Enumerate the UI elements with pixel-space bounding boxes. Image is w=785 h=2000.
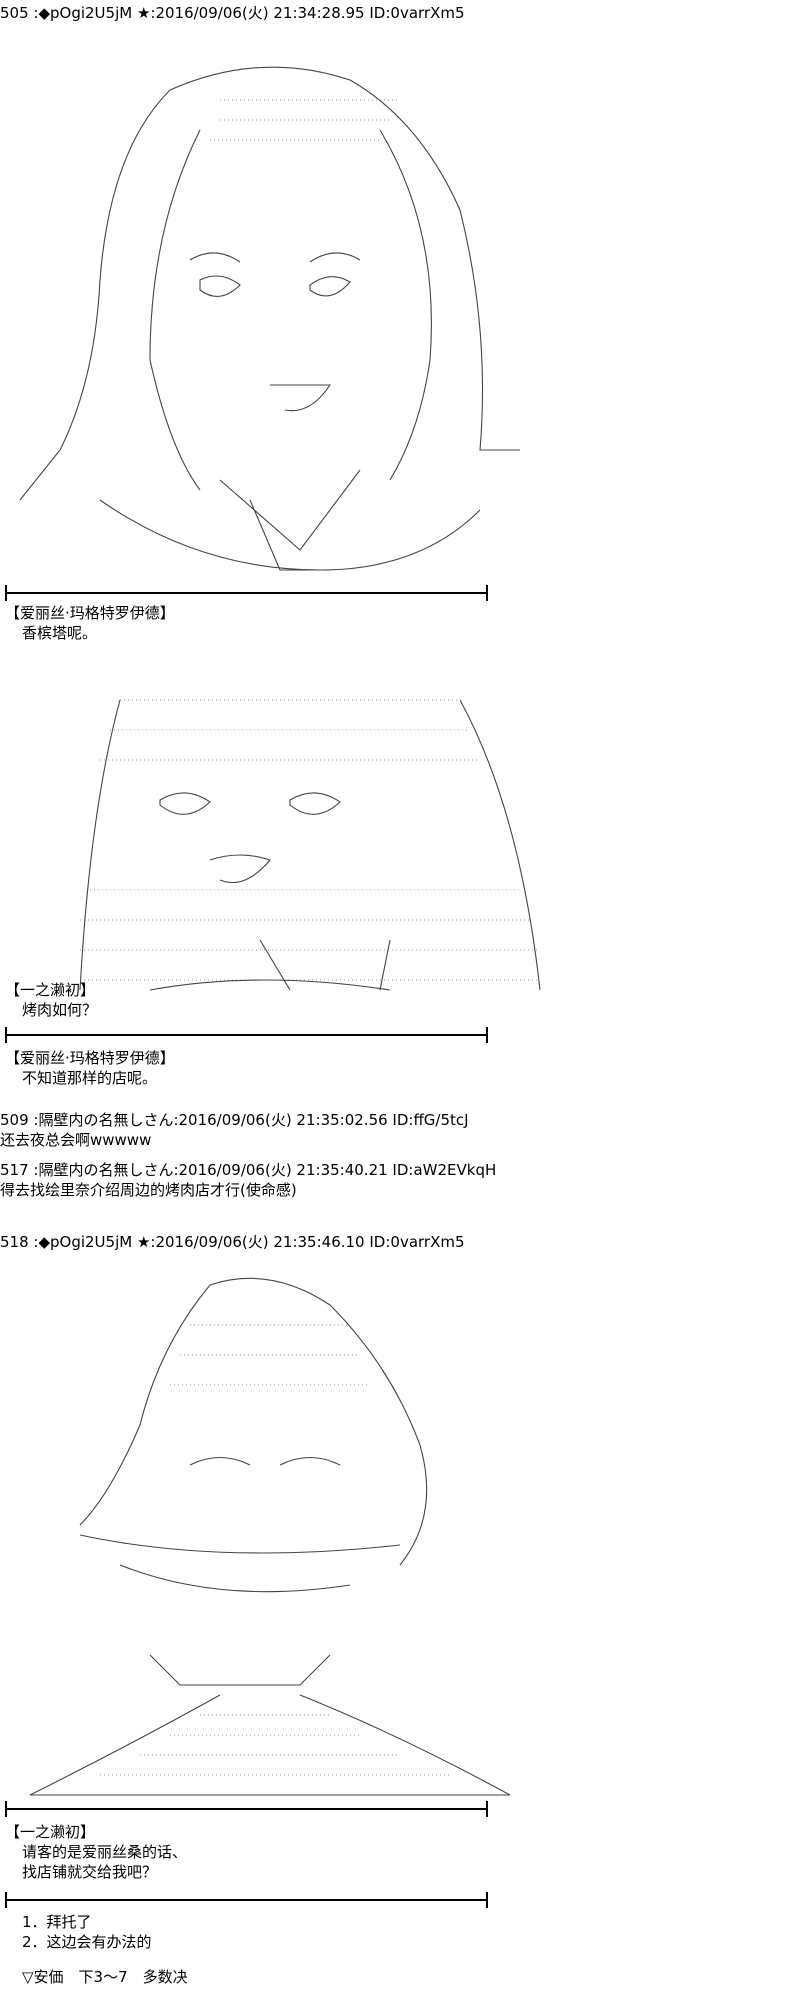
post-header: 505 :◆pOgi2U5jM ★:2016/09/06(火) 21:34:28… — [0, 4, 465, 22]
choice-item: 1．拜托了 — [22, 1913, 92, 1931]
dialogue-line: 找店铺就交给我吧？ — [22, 1863, 158, 1881]
speaker-name: 【爱丽丝·玛格特罗伊德】 — [5, 604, 175, 622]
ascii-art-hajime — [79, 699, 541, 991]
choice-item: 2．这边会有办法的 — [22, 1933, 152, 1951]
dialogue-line: 烤肉如何？ — [22, 1001, 98, 1019]
speaker-name: 【一之濑初】 — [5, 1823, 96, 1841]
speaker-name: 【爱丽丝·玛格特罗伊德】 — [5, 1049, 175, 1067]
post-header: 517 :隔壁内の名無しさん:2016/09/06(火) 21:35:40.21… — [0, 1161, 497, 1179]
speaker-name: 【一之濑初】 — [5, 981, 96, 999]
dialogue-line: 不知道那样的店呢。 — [22, 1069, 158, 1087]
divider — [5, 1027, 488, 1043]
divider — [5, 1892, 488, 1908]
divider — [5, 1801, 488, 1817]
ascii-art-hajime-2 — [29, 1277, 511, 1796]
ascii-art-alice — [19, 66, 520, 571]
dialogue-line: 请客的是爱丽丝桑的话、 — [22, 1843, 188, 1861]
vote-instruction: ▽安価 下3～7 多数决 — [22, 1968, 188, 1986]
post-body: 得去找绘里奈介绍周边的烤肉店才行(使命感) — [0, 1181, 297, 1199]
dialogue-line: 香槟塔呢。 — [22, 624, 98, 642]
post-body: 还去夜总会啊wwwww — [0, 1131, 152, 1149]
post-header: 509 :隔壁内の名無しさん:2016/09/06(火) 21:35:02.56… — [0, 1111, 469, 1129]
divider — [5, 585, 488, 601]
post-header: 518 :◆pOgi2U5jM ★:2016/09/06(火) 21:35:46… — [0, 1233, 465, 1251]
